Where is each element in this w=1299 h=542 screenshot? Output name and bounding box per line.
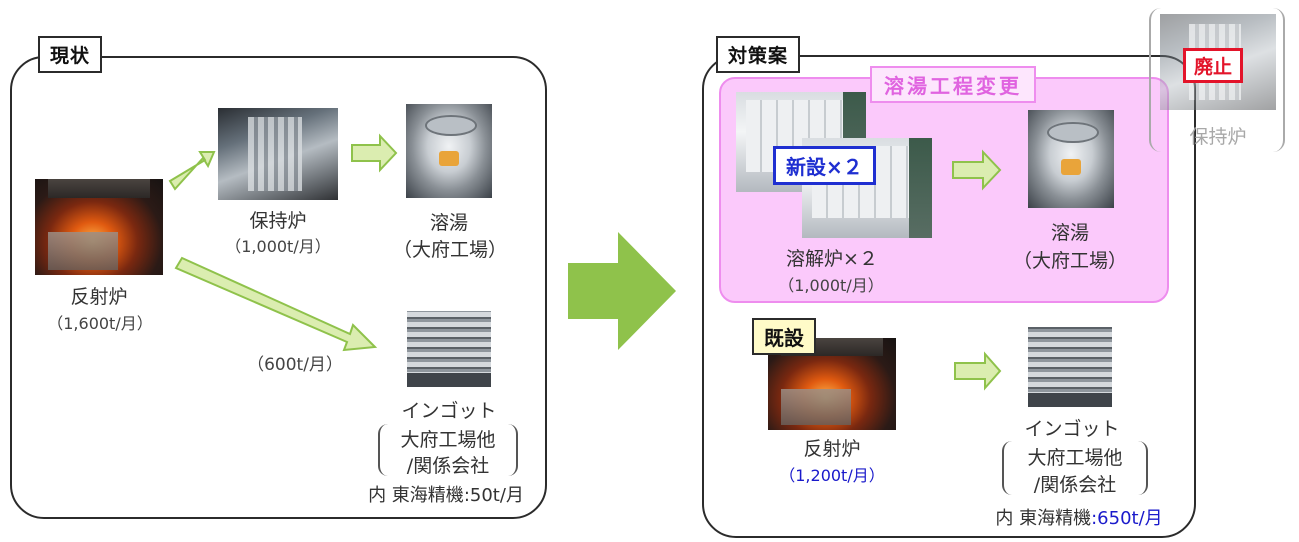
existing-installation-badge: 既設	[752, 318, 816, 355]
proposal-ingot-note-value: :650t/月	[1091, 508, 1163, 529]
molten-place: （大府工場）	[392, 239, 507, 261]
arrow-reverb-to-ingot-proposal	[954, 351, 1002, 391]
ingot-flow-label: （600t/月）	[247, 355, 343, 375]
ingot-note-value: :50t/月	[463, 485, 524, 506]
ingot-note: 内 東海精機:50t/月	[346, 481, 546, 507]
proposal-ingot-destination-line1: 大府工場他	[1027, 447, 1123, 469]
proposal-reverb-furnace-capacity: （1,200t/月）	[779, 466, 885, 485]
abolished-badge: 廃止	[1183, 48, 1244, 83]
new-installation-badge: 新設×２	[773, 146, 876, 185]
reverb-furnace-photo	[35, 179, 163, 275]
molten-process-change-title: 溶湯工程変更	[870, 66, 1036, 103]
proposal-molten-label: 溶湯	[1050, 222, 1089, 244]
ingot-destination-line1: 大府工場他	[400, 429, 496, 451]
reverb-furnace-label: 反射炉	[70, 286, 128, 308]
holding-furnace-photo	[218, 108, 338, 200]
proposal-ingot-note-prefix: 内 東海精機	[995, 508, 1092, 529]
holding-furnace-label: 保持炉	[249, 210, 307, 232]
arrow-melter-to-molten	[952, 149, 1002, 191]
proposal-ingot-photo	[1028, 327, 1112, 407]
proposal-ingot-destination-bracket	[1002, 441, 1148, 495]
proposal-ingot-label: インゴット	[1024, 418, 1120, 440]
ingot-label: インゴット	[401, 400, 497, 422]
proposal-ingot-note: 内 東海精機:650t/月	[968, 504, 1190, 530]
arrow-reverb-to-holding	[168, 151, 216, 191]
big-green-arrow	[568, 232, 676, 350]
molten-ladle-photo	[406, 104, 492, 198]
abolished-holding-furnace-label: 保持炉	[1189, 126, 1247, 148]
holding-furnace-capacity: （1,000t/月）	[225, 237, 331, 256]
ingot-photo	[407, 311, 491, 387]
proposal-reverb-furnace-photo	[768, 338, 896, 430]
abolished-holding-furnace-box	[1149, 8, 1285, 152]
proposal-molten-ladle-photo	[1028, 110, 1114, 208]
molten-label: 溶湯	[429, 212, 468, 234]
proposal-ingot-destination-line2: /関係会社	[1033, 474, 1117, 496]
ingot-destination-line2: /関係会社	[406, 455, 490, 477]
ingot-destination-bracket	[378, 424, 518, 476]
melting-furnace-label: 溶解炉×２	[786, 248, 878, 270]
arrow-holding-to-molten	[351, 133, 398, 173]
proposal-molten-place: （大府工場）	[1012, 250, 1127, 272]
proposal-tag: 対策案	[716, 36, 801, 73]
melting-furnace-capacity: （1,000t/月）	[778, 276, 884, 295]
ingot-note-prefix: 内 東海精機	[368, 485, 464, 506]
proposal-reverb-furnace-label: 反射炉	[803, 438, 861, 460]
arrow-reverb-to-ingot	[174, 256, 378, 352]
current-state-tag: 現状	[38, 36, 103, 73]
reverb-furnace-capacity: （1,600t/月）	[47, 314, 153, 333]
